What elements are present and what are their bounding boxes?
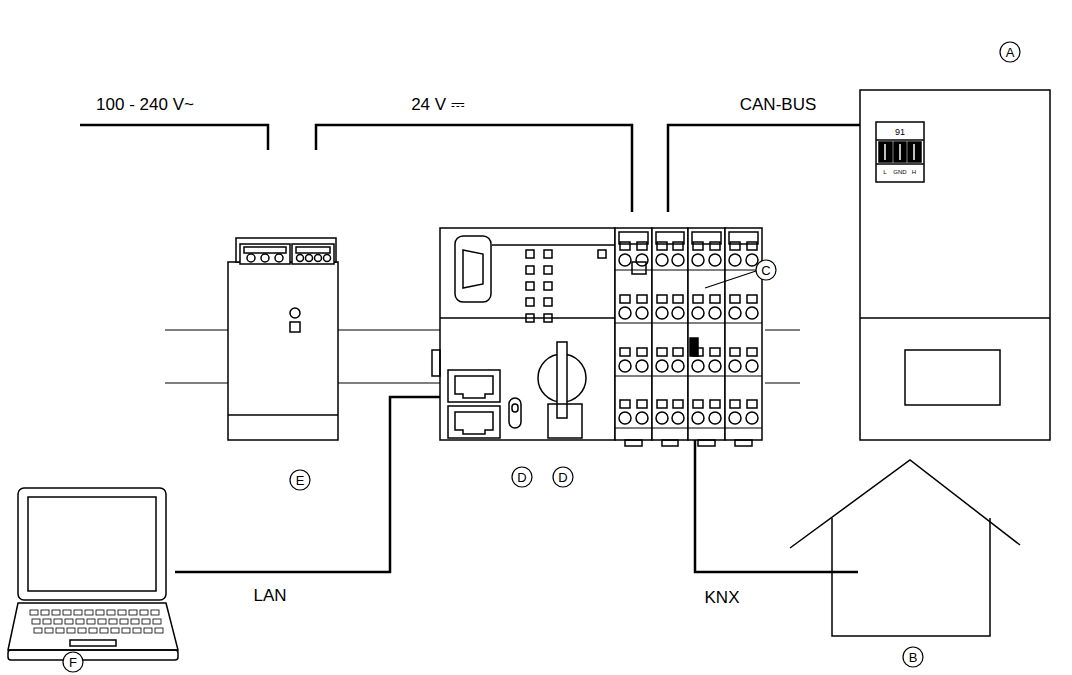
callout-letter: D xyxy=(558,471,567,484)
pin-name: GND xyxy=(893,169,906,175)
power-supply xyxy=(228,238,338,440)
house xyxy=(790,460,1020,636)
callout-letter: A xyxy=(1006,46,1015,59)
pin-name: H xyxy=(912,169,916,175)
callout-letter: B xyxy=(909,651,918,664)
callout-letter: F xyxy=(69,656,77,669)
pin-name: L xyxy=(883,169,886,175)
callout-circles xyxy=(63,42,1020,672)
callout-letter: E xyxy=(296,474,305,487)
wires xyxy=(80,125,886,572)
bus-label: LAN xyxy=(253,587,286,604)
dc-supply-label: 24 V ⎓ xyxy=(411,96,465,113)
controller xyxy=(432,228,615,440)
bus-label: CAN-BUS xyxy=(740,96,817,113)
io-modules xyxy=(615,228,762,446)
bus-label: KNX xyxy=(705,589,740,606)
callout-letter: D xyxy=(517,471,526,484)
callout-letter: C xyxy=(761,264,770,277)
laptop xyxy=(8,488,178,660)
power-input-label: 100 - 240 V~ xyxy=(96,96,194,113)
terminal-number: 91 xyxy=(895,128,905,137)
boiler xyxy=(860,90,1050,440)
